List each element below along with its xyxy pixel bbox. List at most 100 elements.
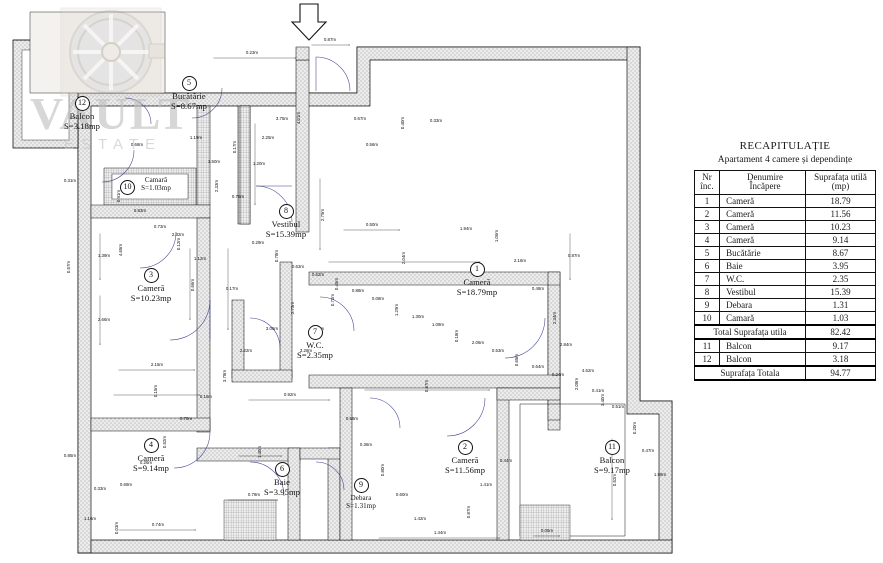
cell-name: Cameră [719,219,806,234]
room-label-5: 5 Bucătărie S=8.67mp [156,76,222,112]
dimension-text: 0.78m [274,250,279,263]
dimension-text: 0.78m [248,492,261,497]
dimension-text: 1.94m [460,226,473,231]
dimension-text: 0.87m [424,380,429,393]
room-label-8: 8 Vestibul S=15.39mp [254,204,318,240]
dimension-text: 1.39m [98,253,111,258]
recap-title: RECAPITULAȚIE [739,140,831,152]
dimension-text: 0.52m [612,474,617,487]
room-number-8: 8 [278,204,294,219]
dimension-text: 0.63m [292,264,305,269]
room-area-8: S=15.39mp [265,228,307,239]
dimension-text: 0.45m [334,278,339,291]
dimension-text: 0.70m [180,416,193,421]
room-label-7: 7 W.C. S=2.35mp [288,325,342,361]
cell-area: 10.23 [805,219,876,234]
room-area-2: S=11.56mp [444,464,486,475]
dimension-text: 0.53m [492,348,505,353]
room-name-4: Cameră [137,453,165,463]
room-label-11: 11 Balcon S=9.17mp [580,440,644,476]
dimension-text: 0.92m [284,392,297,397]
dimension-text: 2.32m [172,232,185,237]
dimension-text: 2.66m [98,317,111,322]
cell-nr: 2 [693,206,721,221]
cell-nr: 6 [693,258,721,273]
dimension-text: 2.22m [240,348,253,353]
exterior-walls [77,46,673,554]
cell-name: Balcon [719,338,806,353]
dimension-text: 1.09m [432,322,445,327]
header-name-line1: Denumire [747,172,784,182]
dimension-text: 1.06m [494,230,499,243]
room-area-12: S=3.18mp [63,120,101,131]
dimension-text: 4.65m [118,244,123,257]
cell-nr: 10 [693,310,721,326]
dimension-lines [100,45,612,538]
dimension-text: 0.65m [514,354,519,367]
dimension-text: 1.50m [208,159,221,164]
dimension-text: 0.17m [232,141,237,154]
room-area-7: S=2.35mp [296,349,334,360]
dimension-text: 1.20m [253,161,266,166]
cell-nr: 11 [693,338,721,353]
room-label-9: 9 Debara S=1.31mp [336,478,386,510]
room-area-6: S=3.95mp [263,486,301,497]
dimension-text: 1.98m [654,472,667,477]
dimension-text: 0.73m [154,224,167,229]
cell-name: Cameră [719,232,806,247]
room-area-4: S=9.14mp [132,462,170,473]
cell-nr: 4 [693,232,721,247]
cell-nr: 5 [693,245,721,260]
cell-area: 3.18 [805,351,876,367]
room-label-2: 2 Cameră S=11.56mp [432,440,498,476]
dimension-text: 0.80m [380,464,385,477]
room-name-12: Balcon [69,111,95,121]
dimension-text: 0.26m [140,460,153,465]
room-name-1: Cameră [463,277,491,287]
dimension-text: 0.51m [612,404,625,409]
dimension-text: 3.78m [222,370,227,383]
dimension-text-group: 0.23m0.87m2.79m1.20m0.50m2.04m2.66m2.15m… [64,37,667,535]
room-name-8: Vestibul [271,219,301,229]
dimension-text: 0.57m [66,261,71,274]
dimension-text: 0.15m [153,385,158,398]
dimension-text: 0.29m [252,240,265,245]
dimension-text: 0.08m [372,296,385,301]
cell-nr: 7 [693,271,721,286]
dimension-text: 0.24m [552,372,565,377]
dimension-text: 0.44m [500,458,513,463]
total-usable-label: Total Suprafața utila [694,323,806,340]
dimension-text: 1.44m [434,530,447,535]
room-number-2: 2 [457,440,473,455]
dimension-text: 1.29m [394,304,399,317]
room-name-5: Bucătărie [172,91,206,101]
cell-area: 9.14 [805,232,876,247]
header-area: Suprafața utilă (mp) [805,170,876,195]
dimension-text: 0.05m [541,528,554,533]
dimension-text: 0.74m [152,522,165,527]
dimension-text: 0.17m [226,286,239,291]
cell-area: 3.95 [805,258,876,273]
dimension-text: 0.03m [114,522,119,535]
dimension-text: 0.23m [246,50,259,55]
dimension-text: 0.68m [131,142,144,147]
table-header-row: Nr înc. Denumire Încăpere Suprafața util… [693,170,876,195]
room-name-10: Camară [144,176,168,184]
total-usable-value: 82.42 [805,323,876,340]
room-label-12: 12 Balcon S=3.18mp [52,96,112,132]
dimension-text: 2.84m [560,342,573,347]
dimension-text: 0.76m [232,194,245,199]
room-number-10: 10 [120,180,135,195]
dimension-text: 1.41m [480,482,493,487]
dimension-text: 0.87m [466,506,471,519]
room-number-4: 4 [143,438,159,453]
cell-area: 1.31 [805,297,876,312]
table-row-grand-total: Suprafața Totala 94.77 [694,364,876,381]
dimension-text: 0.20m [632,422,637,435]
room-number-9: 9 [353,478,369,493]
